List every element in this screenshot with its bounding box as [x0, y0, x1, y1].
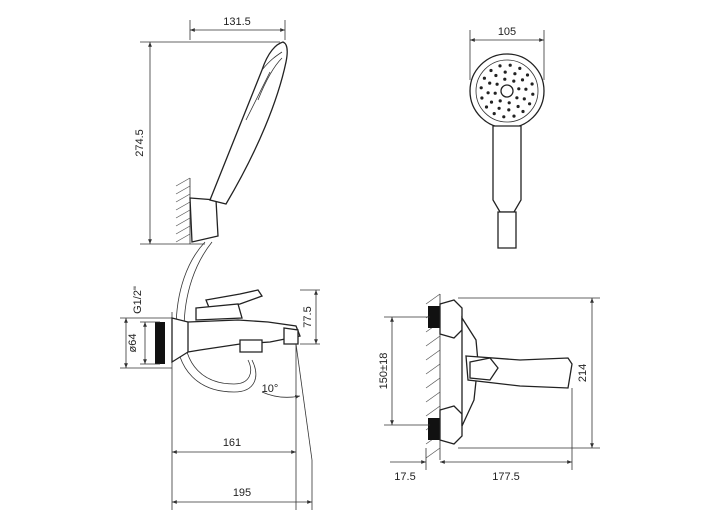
dim-escutcheon-diameter: ø64	[127, 334, 139, 353]
dim-inlet-centers: 150±18	[378, 353, 390, 390]
spray-nozzle	[498, 64, 502, 68]
spray-nozzle	[479, 86, 483, 90]
spray-nozzle	[493, 91, 497, 95]
spray-nozzle	[507, 101, 511, 105]
dim-spout-height: 77.5	[302, 306, 314, 327]
spray-nozzle	[507, 108, 511, 112]
spray-nozzle	[512, 114, 516, 118]
spray-nozzle	[502, 115, 506, 119]
dim-wall-to-spout: 161	[223, 437, 241, 449]
spray-nozzle	[520, 78, 525, 82]
spray-nozzle	[513, 72, 517, 76]
spray-nozzle	[531, 92, 535, 96]
spray-nozzle	[497, 106, 501, 110]
spray-nozzle	[482, 76, 486, 80]
spray-nozzle	[515, 96, 519, 100]
dimension-lines	[120, 20, 600, 510]
spray-nozzle	[498, 99, 502, 103]
spray-nozzle	[484, 105, 489, 109]
dim-mixer-height: 214	[577, 364, 589, 382]
spray-nozzle	[525, 73, 530, 77]
side-view-hand-shower	[175, 41, 288, 393]
spray-nozzle	[492, 112, 496, 116]
dim-hand-shower-height: 274.5	[134, 129, 146, 157]
spray-nozzle	[503, 77, 507, 81]
spray-nozzle	[524, 87, 528, 91]
inlet-thread-mark	[155, 322, 165, 364]
dim-inlet-thread: G1/2"	[132, 286, 144, 314]
dim-overall-length: 195	[233, 487, 251, 499]
spray-nozzle	[521, 109, 525, 114]
spray-nozzle	[518, 66, 522, 70]
dimension-labels: 131.5 274.5 105 G1/2" ø64 77.5 10° 161 1…	[127, 16, 589, 499]
spray-nozzle	[489, 68, 493, 73]
spray-nozzle	[522, 97, 526, 101]
spray-nozzle	[503, 70, 507, 74]
front-view-shower-head	[469, 53, 545, 249]
spray-nozzle	[528, 102, 532, 106]
spray-nozzle	[516, 104, 520, 109]
spray-nozzle	[512, 79, 516, 83]
dim-hand-shower-width: 131.5	[223, 16, 251, 28]
dim-mixer-depth: 177.5	[492, 471, 520, 483]
spray-nozzle	[495, 82, 499, 86]
front-view-mixer	[425, 293, 573, 460]
dim-head-diameter: 105	[498, 26, 516, 38]
dim-spout-angle: 10°	[262, 383, 279, 395]
spray-nozzle	[480, 96, 484, 100]
spray-nozzle	[489, 100, 494, 104]
side-view-mixer	[155, 289, 301, 368]
spray-nozzle	[488, 81, 492, 85]
spray-nozzle	[486, 91, 490, 95]
spray-nozzle	[494, 73, 498, 78]
spray-nozzle	[508, 63, 512, 67]
dim-wall-offset: 17.5	[394, 471, 415, 483]
spray-nozzle	[517, 87, 521, 91]
spray-nozzle	[530, 82, 534, 86]
